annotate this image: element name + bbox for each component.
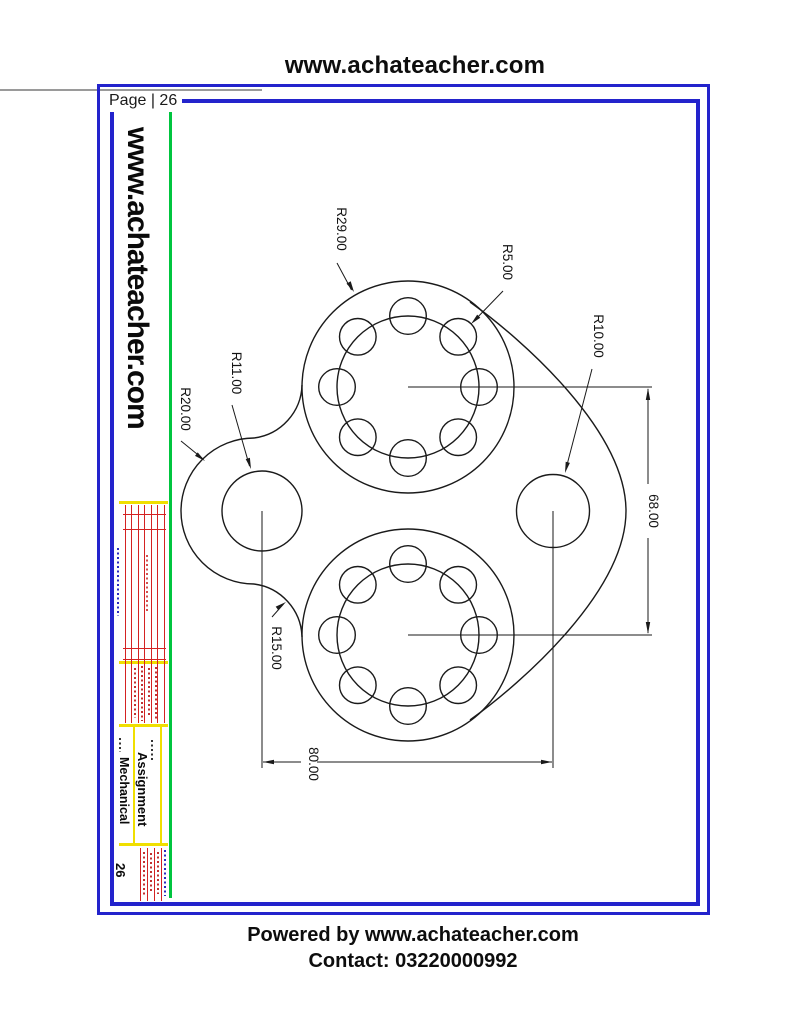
titleblock-line [124,505,126,723]
titleblock-border [119,724,168,727]
titleblock-line [154,848,156,901]
titleblock-line [144,505,146,723]
footer-powered-by: Powered by www.achateacher.com [247,924,579,946]
micro-text-mark [164,850,166,896]
micro-text-mark [134,668,136,718]
sheet-border-green-line [169,103,172,898]
titleblock-line [163,505,165,723]
titleblock-line [123,529,166,531]
titleblock-sheet-number: 26 [113,863,128,878]
titleblock-border [119,661,168,664]
site-title: www.achateacher.com [284,52,546,79]
micro-text-mark [117,548,119,616]
header-divider [0,89,262,91]
micro-text-mark [149,853,152,893]
titleblock-border [132,726,135,843]
micro-text-mark [145,555,148,613]
titleblock-category: Mechanical [117,757,131,825]
inner-blue-frame [110,99,700,906]
micro-text-mark [119,738,121,752]
titleblock-line [137,505,139,723]
titleblock-line [140,848,142,901]
titleblock-line [147,848,149,901]
micro-text-mark [142,852,145,896]
micro-text-mark [156,852,159,894]
titleblock-line [150,505,152,723]
micro-text-mark [148,668,150,716]
outer-blue-frame [97,84,710,915]
titleblock-line [123,659,166,661]
titleblock-border [119,501,168,504]
page-number-label: Page | 26 [104,92,183,112]
titleblock-line [157,505,159,723]
micro-text-mark [150,740,153,762]
titleblock-line [123,514,166,516]
titleblock-line [161,848,163,901]
titleblock-line [131,505,133,723]
titleblock-line [123,648,166,650]
micro-text-mark [141,666,143,721]
titleblock-assignment: Assignment [135,752,150,827]
footer-contact: Contact: 03220000992 [308,950,518,972]
micro-text-mark [155,667,157,719]
titleblock-border [119,843,168,846]
titleblock-border [159,726,162,843]
sidebar-watermark: www.achateacher.com [121,127,154,429]
